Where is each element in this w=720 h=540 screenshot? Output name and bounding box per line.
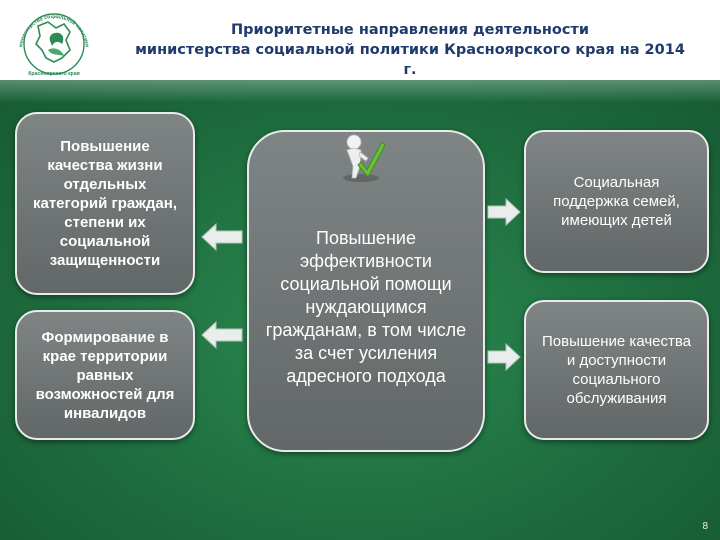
title-line-3: г. bbox=[403, 62, 417, 78]
arrow-right-icon bbox=[487, 342, 521, 372]
priority-box-left-2: Формирование в крае территории равных во… bbox=[15, 310, 195, 440]
page-number: 8 bbox=[702, 521, 708, 532]
arrow-left-icon bbox=[201, 320, 243, 350]
priority-text: Повышение качества и доступности социаль… bbox=[542, 333, 691, 407]
priority-box-right-1: Социальная поддержка семей, имеющих дете… bbox=[524, 130, 709, 273]
header-divider bbox=[0, 80, 720, 102]
priority-box-center: Повышение эффективности социальной помощ… bbox=[247, 130, 485, 452]
logo-bottom-text: Красноярского края bbox=[28, 71, 80, 77]
leaf-icon bbox=[49, 32, 64, 46]
arrow-left-icon bbox=[201, 222, 243, 252]
header-bar bbox=[0, 0, 720, 80]
page-title: Приоритетные направления деятельности ми… bbox=[105, 20, 715, 80]
priority-box-left-1: Повышение качества жизни отдельных катег… bbox=[15, 112, 195, 295]
ministry-logo: министерство социальной политики Красноя… bbox=[18, 13, 90, 77]
person-checkmark-icon bbox=[343, 134, 386, 182]
priority-text: Социальная поддержка семей, имеющих дете… bbox=[553, 174, 680, 229]
title-line-1: Приоритетные направления деятельности bbox=[230, 22, 589, 38]
priority-box-right-2: Повышение качества и доступности социаль… bbox=[524, 300, 709, 440]
title-line-2: министерства социальной политики Красноя… bbox=[135, 42, 685, 58]
priority-text: Формирование в крае территории равных во… bbox=[35, 328, 175, 422]
arrow-right-icon bbox=[487, 197, 521, 227]
priority-text: Повышение качества жизни отдельных катег… bbox=[32, 138, 177, 269]
priority-text: Повышение эффективности социальной помощ… bbox=[265, 227, 467, 386]
